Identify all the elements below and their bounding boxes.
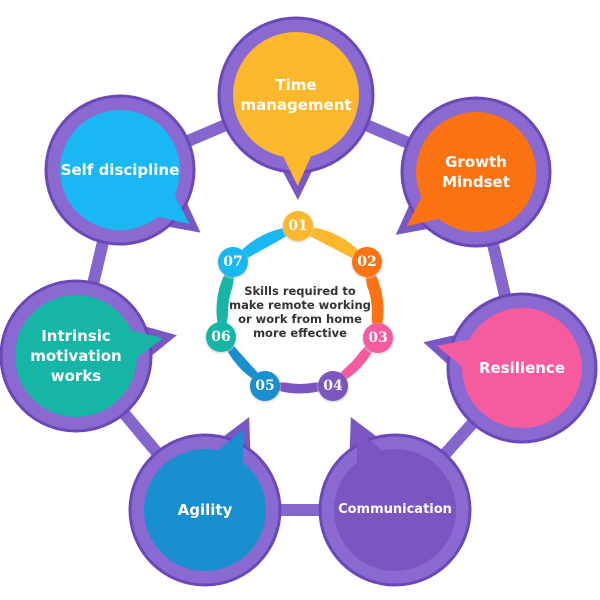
skill-circle-03 [462,308,582,428]
skill-circle-02 [416,112,536,232]
skill-circle-05 [144,449,266,571]
skill-pointer-07 [157,194,190,225]
skill-pointer-06 [130,330,164,358]
skill-label: Agility [177,501,233,519]
skill-circle-04 [334,449,456,571]
number-badge-05 [250,371,280,401]
skill-label: Intrinsic motivation works [30,327,122,385]
skill-number: 03 [368,330,388,346]
skill-circle-06 [15,295,137,417]
skill-circle-07 [60,110,180,230]
skill-label: Growth Mindset [442,153,510,191]
skill-label: Communication [338,502,452,517]
number-badge-02 [352,247,382,277]
skill-label: Resilience [479,359,565,377]
number-badge-07 [218,247,248,277]
skill-pointer-02 [406,196,439,227]
skill-number: 07 [223,254,243,270]
skill-pointer-01 [283,155,312,186]
skill-pointer-05 [217,429,244,463]
center-disc [228,240,372,384]
skill-pointer-03 [436,339,470,367]
skill-circle-01 [233,32,359,158]
number-badge-03 [363,323,393,353]
number-badge-01 [283,211,313,241]
skill-pointer-04 [356,429,383,463]
skill-number: 04 [323,378,343,394]
skill-number: 01 [288,218,308,234]
skill-number: 02 [357,254,377,270]
center-title: Skills required to make remote working o… [229,284,371,340]
number-badge-04 [318,371,348,401]
skill-number: 05 [255,378,275,394]
number-badge-06 [206,322,236,352]
skill-label: Time management [240,76,352,114]
skill-number: 06 [211,329,231,345]
skill-label: Self discipline [60,161,180,179]
